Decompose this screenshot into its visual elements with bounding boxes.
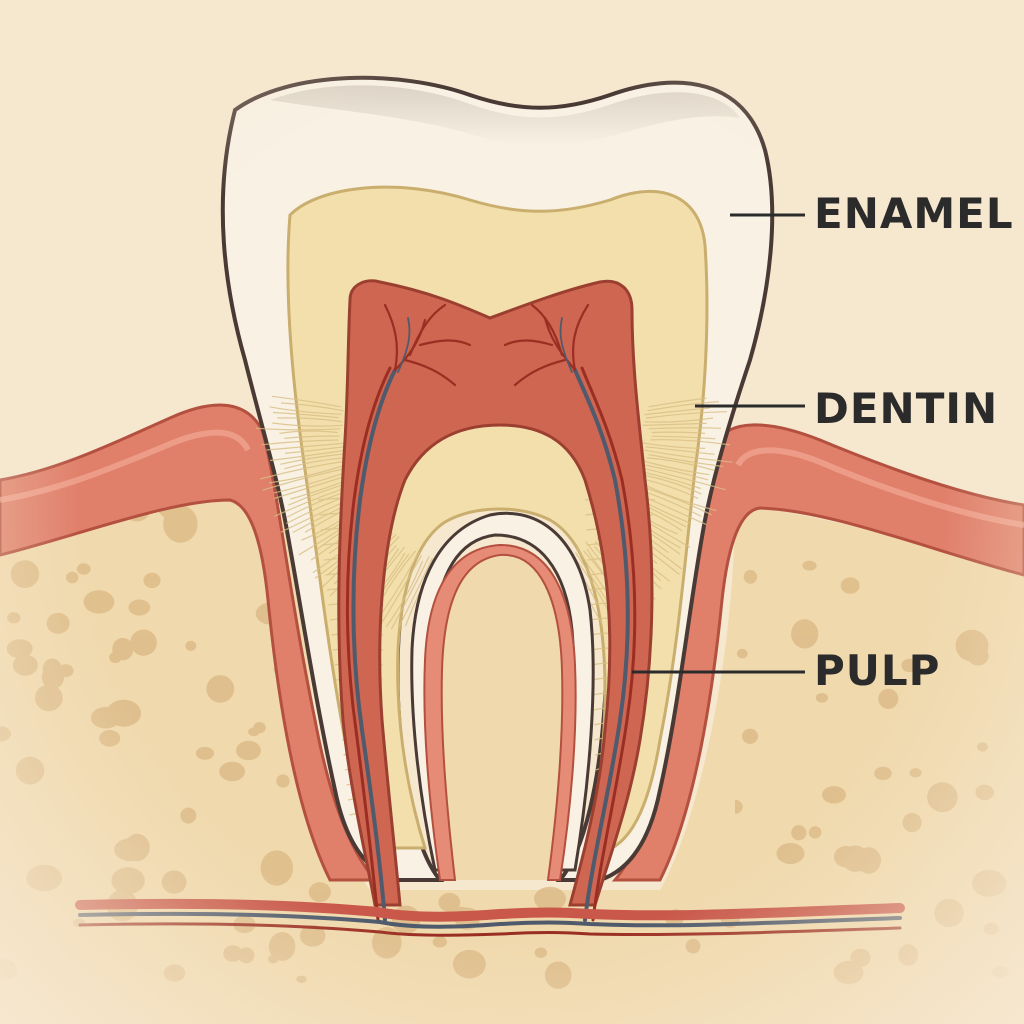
dentin-label: DENTIN (814, 384, 999, 433)
enamel-label: ENAMEL (814, 189, 1014, 238)
pulp-label: PULP (814, 646, 941, 695)
callout-lines (632, 213, 805, 674)
